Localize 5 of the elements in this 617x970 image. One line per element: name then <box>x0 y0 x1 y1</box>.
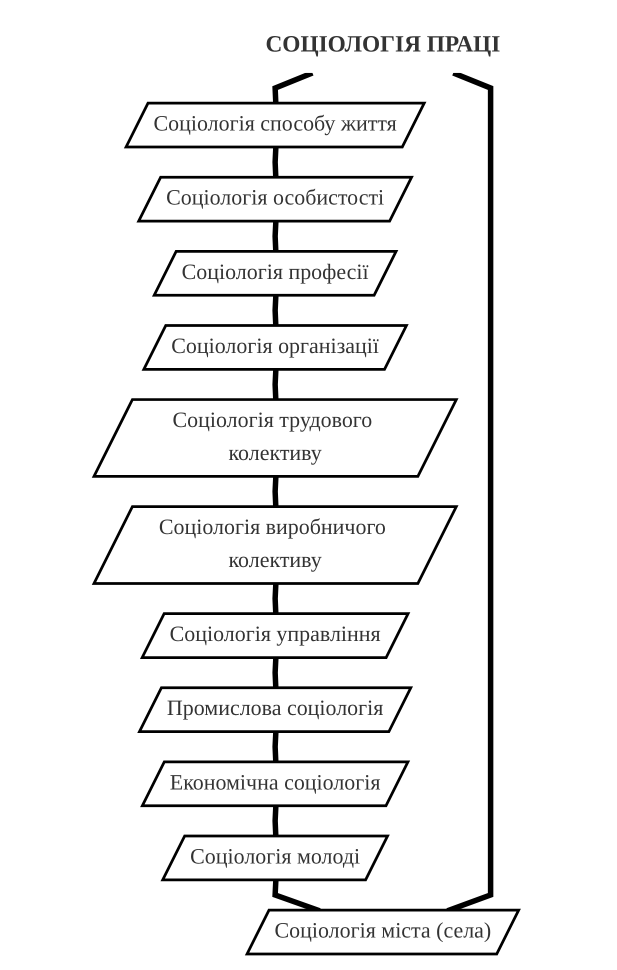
connector <box>272 70 314 104</box>
connector <box>272 370 279 400</box>
connector <box>272 584 279 614</box>
node-text: СОЦІОЛОГІЯ ПРАЦІ <box>266 31 501 58</box>
connector <box>272 476 279 508</box>
